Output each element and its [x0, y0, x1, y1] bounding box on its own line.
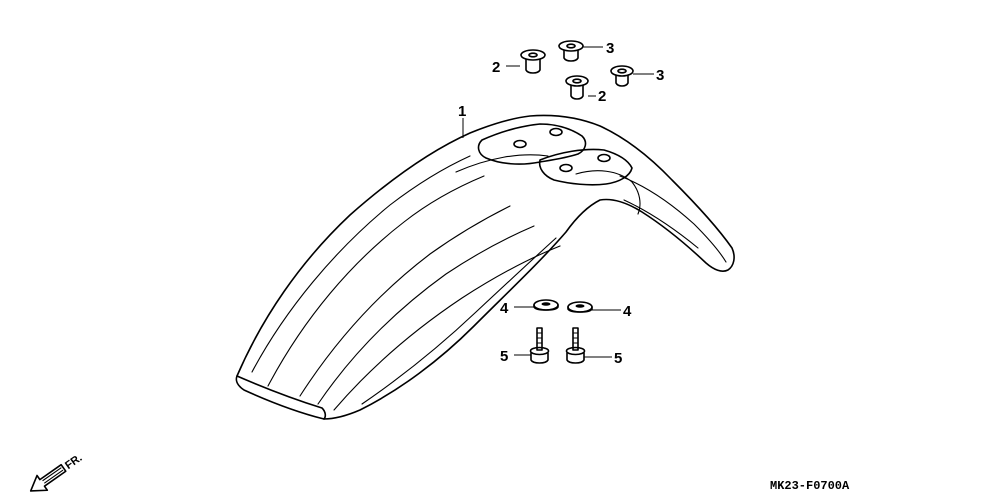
collar-part-2b [565, 75, 589, 100]
leader-lines [462, 46, 654, 358]
diagram-code: MK23-F0700A [770, 479, 850, 493]
bolt-part-5b [565, 327, 586, 364]
front-fender [235, 114, 735, 420]
callout-2: 2 [598, 88, 606, 105]
mount-hole [549, 127, 563, 137]
washer-part-4a [533, 299, 559, 311]
callout-2: 2 [492, 59, 500, 76]
front-label: FR. [63, 452, 84, 472]
collar-part-2a [520, 49, 546, 74]
callout-5: 5 [500, 348, 508, 365]
front-arrow-icon [29, 463, 67, 492]
washer-part-4b [567, 301, 593, 313]
mount-hole [559, 163, 573, 173]
callout-1: 1 [458, 103, 466, 120]
front-direction-indicator: FR. [29, 452, 84, 492]
callout-4: 4 [623, 303, 632, 320]
mount-hole [513, 139, 527, 149]
callout-5: 5 [614, 350, 622, 367]
bolt-part-5a [529, 327, 550, 364]
collar-part-3a [558, 40, 584, 62]
collar-part-3b [610, 65, 634, 87]
callout-3: 3 [606, 40, 614, 57]
callout-4: 4 [500, 300, 509, 317]
callout-3: 3 [656, 67, 664, 84]
mount-hole [597, 153, 611, 163]
